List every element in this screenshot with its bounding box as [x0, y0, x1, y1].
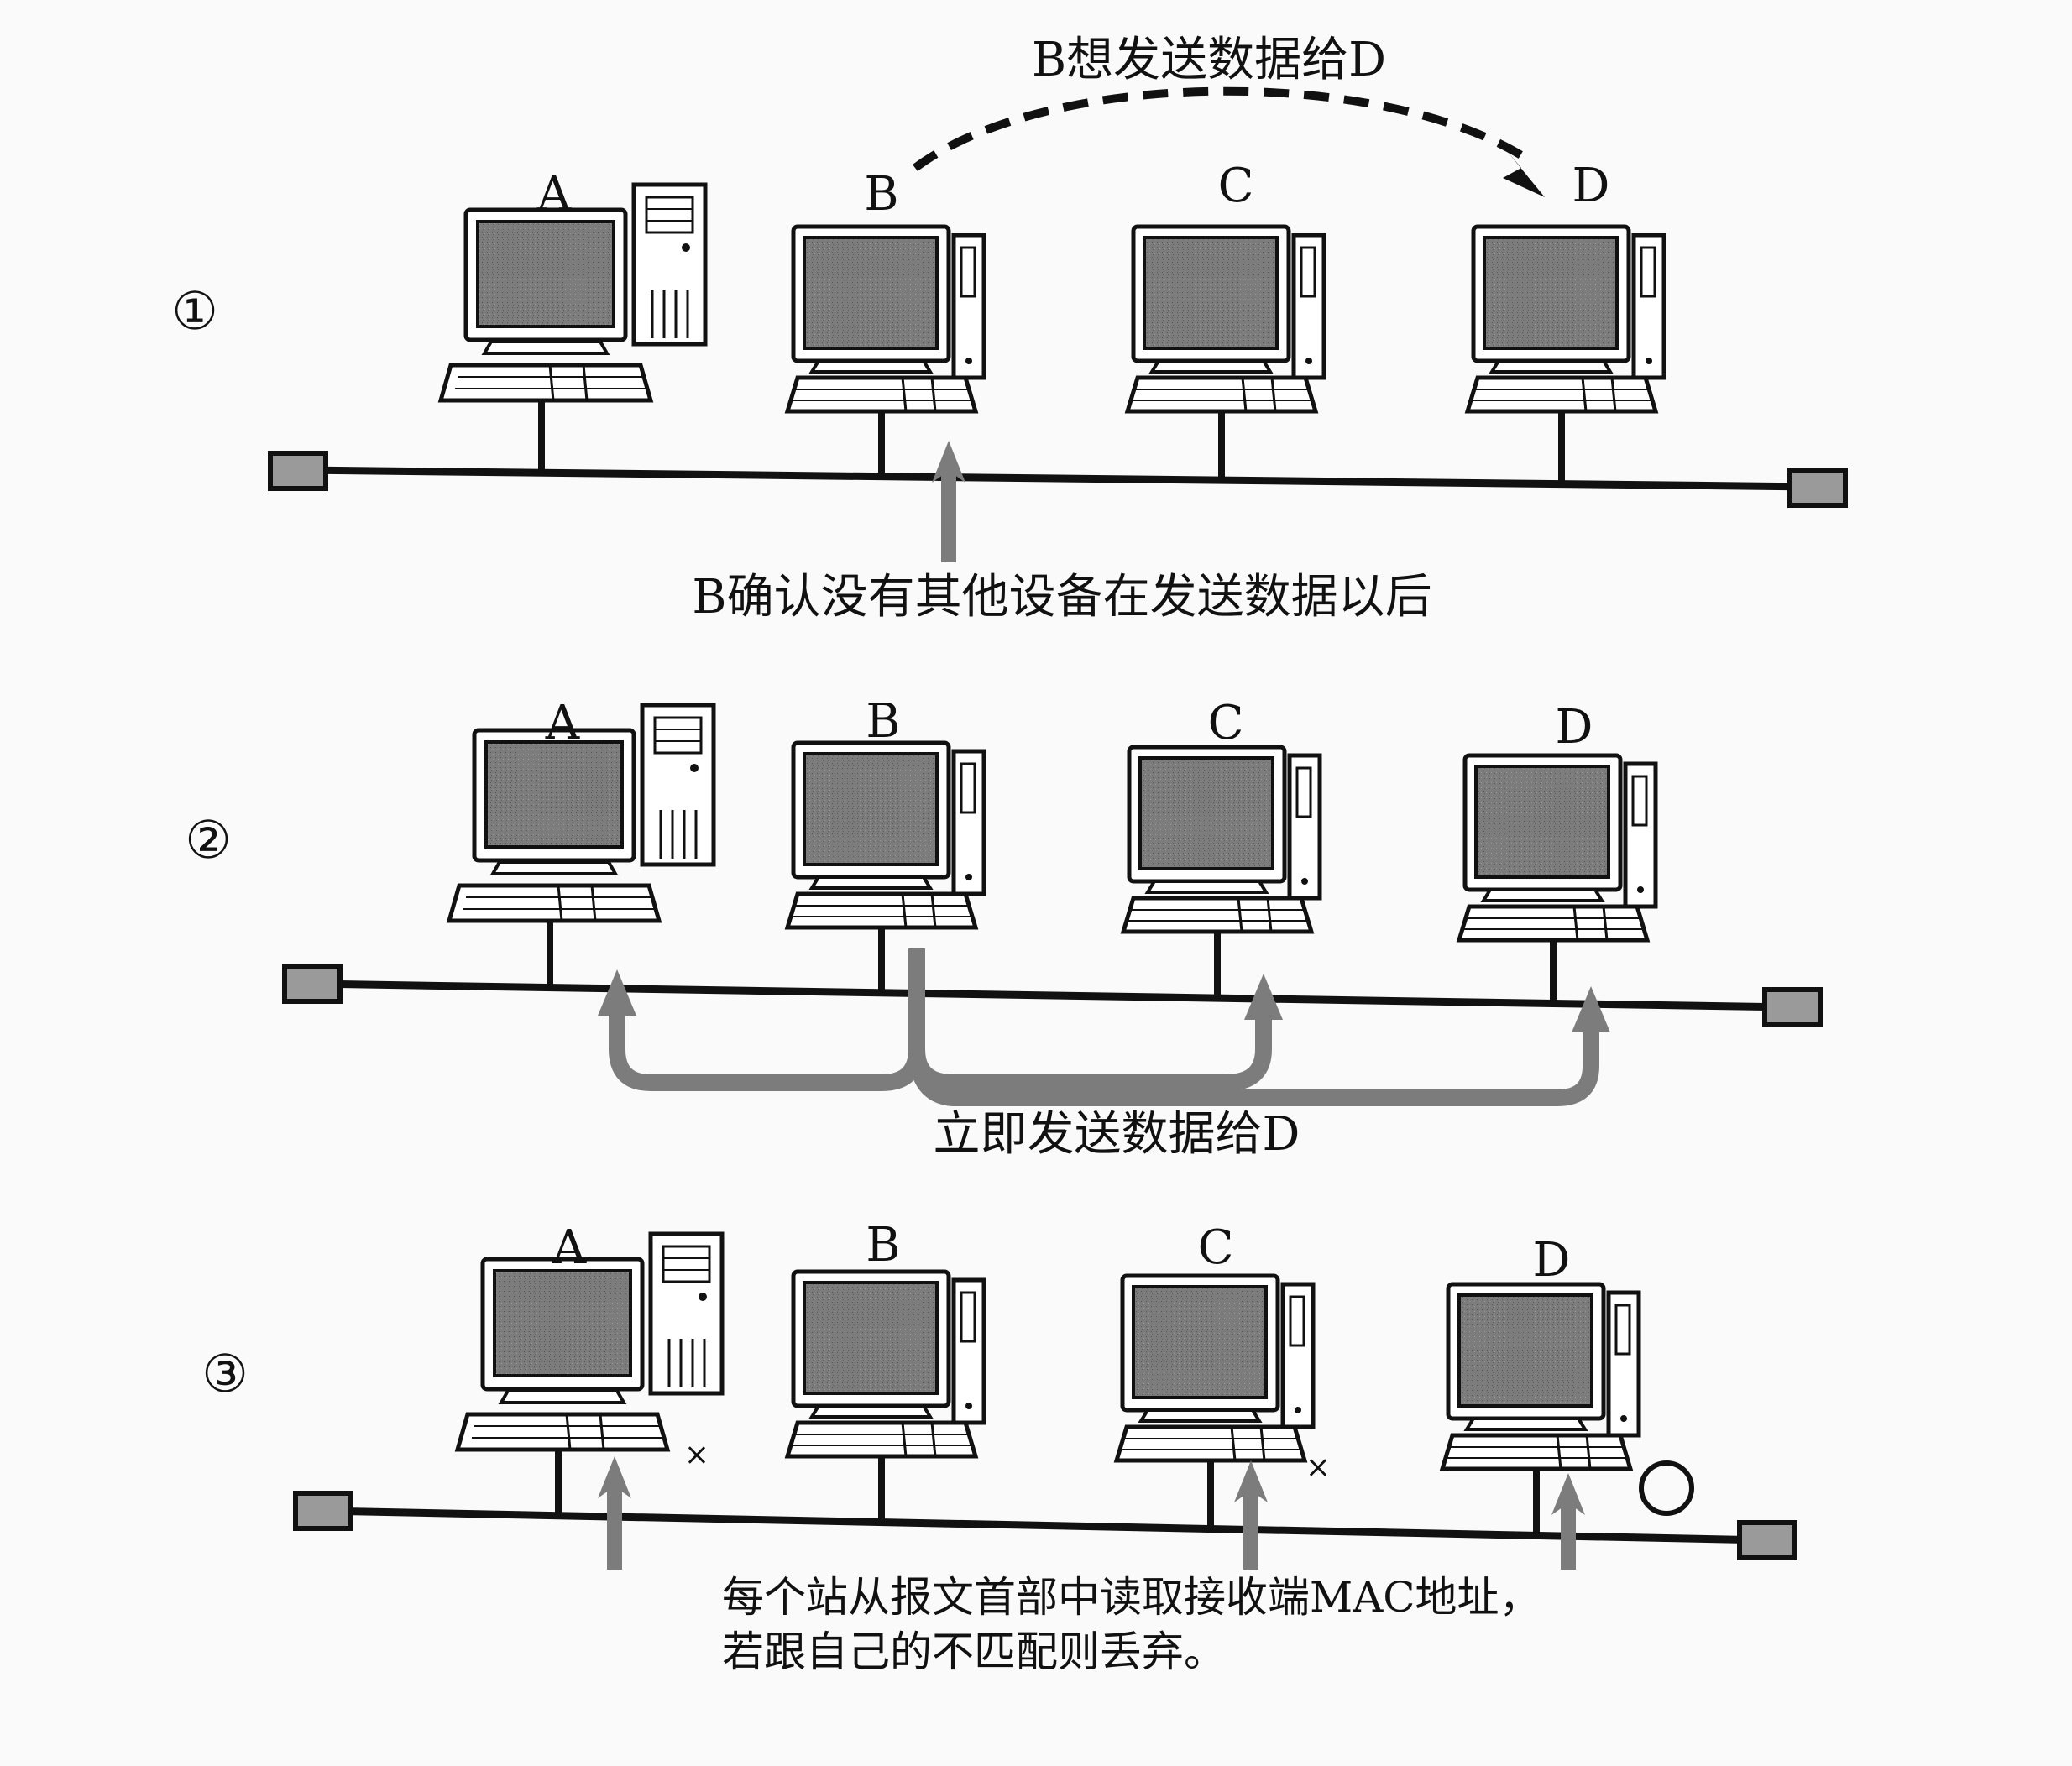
terminator-right	[1762, 987, 1823, 1027]
computer-d	[1442, 1284, 1639, 1473]
step-number: ②	[185, 809, 232, 870]
step-number: ①	[171, 280, 218, 342]
station-label-b: B	[866, 1218, 900, 1272]
discard-mark-c: ×	[1305, 1450, 1331, 1485]
station-label-c: C	[1218, 159, 1254, 213]
caption-bottom: B确认没有其他设备在发送数据以后	[692, 570, 1431, 624]
computer-a	[441, 185, 705, 407]
caption-line-1: 每个站从报文首部中读取接收端MAC地址，	[722, 1573, 1541, 1622]
station-label-b: B	[864, 167, 898, 222]
computer-a	[449, 705, 714, 927]
station-label-a: A	[536, 167, 572, 222]
frame-arrow-a	[598, 1456, 631, 1570]
computer-d	[1468, 227, 1664, 415]
caption-bottom: 立即发送数据给D	[934, 1107, 1300, 1162]
station-label-d: D	[1533, 1233, 1571, 1288]
panel-2: ② A B C D 立即发送数据给D	[185, 694, 1823, 1162]
terminator-left	[282, 964, 343, 1004]
station-label-a: A	[545, 696, 580, 750]
computer-c	[1128, 227, 1324, 415]
panel-3: ③ A B C D × × 每个站从报文首部中读取接收端MAC地址， 若跟自己的不匹配则丢弃。	[201, 1218, 1797, 1676]
computer-c	[1117, 1276, 1313, 1465]
computer-b	[787, 227, 984, 415]
caption-top: B想发送数据给D	[1032, 33, 1386, 87]
station-label-d: D	[1572, 159, 1610, 213]
terminator-left	[293, 1491, 353, 1531]
accept-mark-d	[1639, 1460, 1694, 1516]
terminator-right	[1737, 1520, 1797, 1560]
terminator-left	[268, 451, 328, 491]
bus-cable	[310, 980, 1793, 1011]
computer-c	[1123, 747, 1320, 936]
carrier-sense-arrow	[932, 441, 965, 562]
bus-cable	[297, 466, 1818, 491]
station-label-c: C	[1198, 1220, 1234, 1275]
dashed-arrow-head	[1503, 151, 1545, 197]
dashed-send-arrow	[913, 86, 1530, 172]
bus-cable	[322, 1507, 1768, 1544]
computer-b	[787, 743, 984, 932]
step-number: ③	[201, 1343, 249, 1404]
station-label-c: C	[1208, 696, 1244, 750]
panel-1: ① A B C D B想发送数据给D B确认没有其他设备在发送数据以后	[171, 33, 1848, 624]
discard-mark-a: ×	[684, 1438, 709, 1472]
station-label-d: D	[1556, 700, 1593, 755]
computer-b	[787, 1272, 984, 1460]
caption-line-2: 若跟自己的不匹配则丢弃。	[722, 1628, 1226, 1676]
station-label-b: B	[866, 694, 900, 749]
computer-a	[458, 1234, 722, 1456]
diagram-root: ① A B C D B想发送数据给D B确认没有其他设备在发送数据以后 ② A B C D 立即发送数据…	[171, 33, 1848, 1676]
frame-arrow-d	[1551, 1473, 1585, 1570]
frame-arrow-c	[1234, 1460, 1268, 1570]
station-label-a: A	[552, 1220, 587, 1275]
terminator-right	[1787, 468, 1848, 508]
computer-d	[1459, 755, 1656, 944]
broadcast-arrows	[598, 948, 1610, 1106]
